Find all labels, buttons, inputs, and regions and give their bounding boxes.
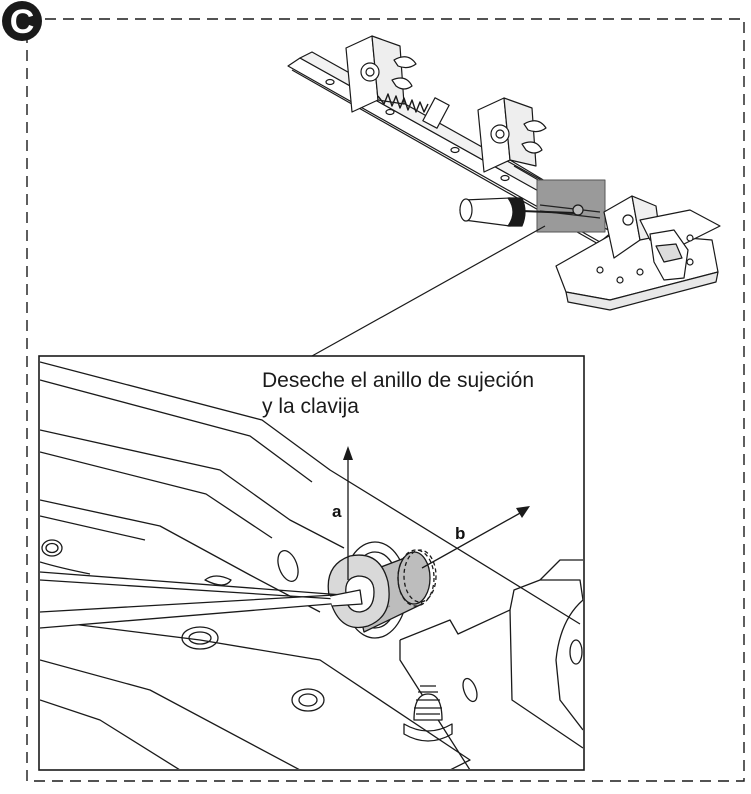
rail-overview-drawing — [287, 35, 721, 311]
step-badge: C — [0, 0, 44, 44]
dashed-frame — [26, 18, 745, 782]
spring — [377, 93, 429, 113]
instruction-caption: Deseche el anillo de sujeción y la clavi… — [262, 368, 592, 420]
step-letter: C — [9, 3, 35, 41]
arrow-label-b: b — [455, 524, 466, 543]
arrow-label-a: a — [332, 502, 342, 521]
caption-line-2: y la clavija — [262, 395, 359, 418]
caption-line-1: Deseche el anillo de sujeción — [262, 369, 535, 392]
detail-panel-border — [38, 355, 585, 771]
step-badge-circle — [2, 1, 42, 41]
screwdriver-icon — [459, 197, 575, 227]
leader-line — [311, 225, 546, 357]
detail-drawing — [40, 361, 583, 769]
